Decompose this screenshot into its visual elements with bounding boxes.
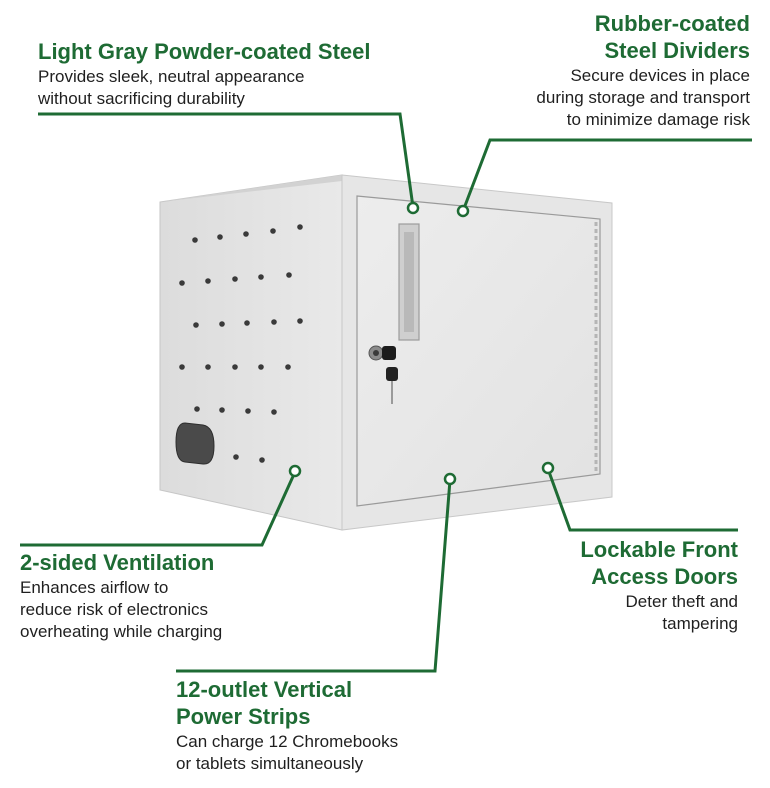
callout-description: Can charge 12 Chromebooks or tablets sim… <box>176 732 399 773</box>
callout-title: Rubber-coated Steel Dividers <box>594 11 750 63</box>
callout-power-strips: 12-outlet Vertical Power Strips Can char… <box>176 676 476 775</box>
cabinet-side-panel <box>159 174 343 531</box>
callout-title: 2-sided Ventilation <box>20 550 215 575</box>
door-lock <box>368 345 398 404</box>
ventilation-holes <box>179 224 303 463</box>
callout-description: Provides sleek, neutral appearance witho… <box>38 67 305 108</box>
callout-description: Secure devices in place during storage a… <box>536 66 750 129</box>
callout-title: 12-outlet Vertical Power Strips <box>176 677 353 729</box>
callout-powder-coated-steel: Light Gray Powder-coated Steel Provides … <box>38 38 418 110</box>
cord-opening <box>175 422 215 465</box>
callout-ventilation: 2-sided Ventilation Enhances airflow to … <box>20 549 320 643</box>
callout-description: Deter theft and tampering <box>625 592 738 633</box>
callout-steel-dividers: Rubber-coated Steel Dividers Secure devi… <box>450 10 750 131</box>
callout-lockable-doors: Lockable Front Access Doors Deter theft … <box>498 536 738 635</box>
callout-description: Enhances airflow to reduce risk of elect… <box>20 578 223 641</box>
callout-title: Light Gray Powder-coated Steel <box>38 39 371 64</box>
callout-title: Lockable Front Access Doors <box>580 537 738 589</box>
